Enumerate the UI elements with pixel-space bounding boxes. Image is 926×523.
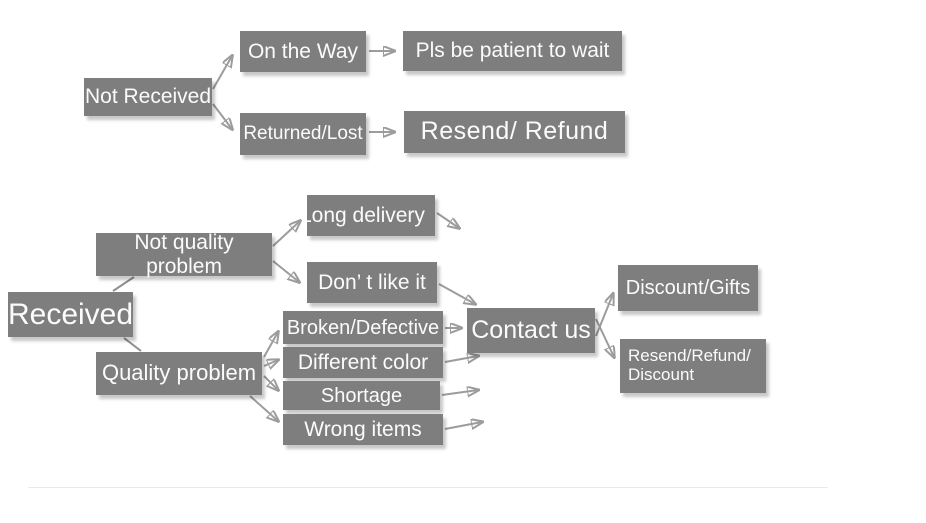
node-label: Quality problem: [101, 360, 257, 386]
edge-notquality-dontlike: [272, 260, 299, 282]
node-resend-refund: Resend/ Refund: [404, 111, 625, 153]
node-label: Discount/Gifts: [625, 277, 751, 299]
node-contact-us: Contact us: [467, 308, 595, 353]
node-label: On the Way: [247, 39, 359, 63]
edge-quality-shortage: [263, 375, 278, 390]
edge-notquality-longdelivery: [272, 221, 300, 247]
node-label: Pls be patient to wait: [415, 39, 610, 63]
node-wrong-items: Wrong items: [283, 414, 443, 445]
node-shortage: Shortage: [283, 381, 440, 410]
node-label: Shortage: [320, 384, 403, 407]
edge-shortage-contact: [441, 390, 478, 395]
node-label: Resend/ Refund: [420, 117, 609, 146]
node-label: Broken/Defective: [286, 316, 440, 339]
edge-diffcolor-contact: [444, 356, 478, 362]
edge-quality-wrongitems: [249, 395, 278, 421]
node-label: Not Received: [84, 85, 212, 109]
edge-contact-rrdiscount: [595, 318, 614, 357]
node-pls-be-patient: Pls be patient to wait: [403, 31, 622, 71]
node-resend-refund-discount: Resend/Refund/ Discount: [620, 339, 766, 393]
edge-dontlike-contact: [438, 283, 475, 304]
node-label: Long delivery: [307, 203, 425, 227]
node-dont-like-it: Don’ t like it: [307, 262, 437, 303]
node-label: Wrong items: [304, 417, 422, 441]
node-returned-lost: Returned/Lost: [240, 113, 366, 155]
page-edge-line: [28, 487, 828, 488]
edge-quality-broken: [263, 332, 278, 358]
node-quality-problem: Quality problem: [96, 352, 262, 395]
node-label: Resend/Refund/ Discount: [628, 346, 751, 384]
node-not-received: Not Received: [84, 78, 212, 116]
node-not-quality-problem: Not quality problem: [96, 231, 272, 278]
node-label: Not quality problem: [134, 231, 234, 278]
node-received: Received: [8, 292, 133, 337]
edge-contact-discountgifts: [595, 294, 613, 337]
node-different-color: Different color: [283, 347, 443, 378]
node-label: Don’ t like it: [318, 270, 426, 294]
edge-notreceived-returned: [212, 103, 232, 129]
edge-wrongitems-contact: [444, 422, 482, 430]
edge-received-notquality: [112, 276, 135, 292]
edge-longdelivery-contact: [436, 212, 459, 228]
node-label: Received: [7, 298, 134, 331]
node-long-delivery: Long delivery: [307, 195, 435, 236]
edge-received-quality: [123, 337, 142, 352]
node-label: Contact us: [471, 315, 591, 344]
node-on-the-way: On the Way: [240, 31, 366, 72]
edge-notreceived-ontheway: [212, 56, 232, 90]
node-label: Different color: [297, 350, 429, 374]
node-discount-gifts: Discount/Gifts: [618, 265, 758, 311]
edge-quality-diffcolor: [263, 360, 278, 366]
node-broken-defective: Broken/Defective: [283, 311, 443, 344]
node-label: Returned/Lost: [243, 122, 363, 144]
